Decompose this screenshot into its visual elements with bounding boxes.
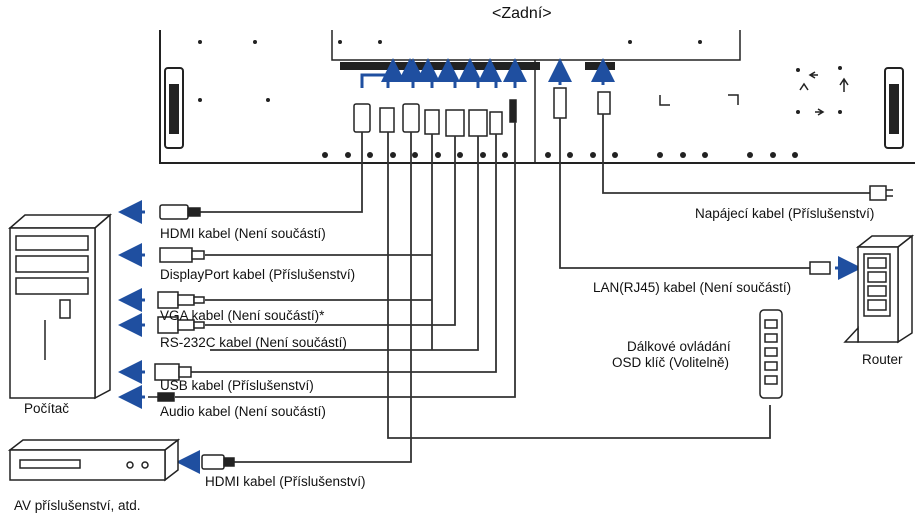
label-remote: Dálkové ovládání bbox=[627, 339, 731, 354]
label-power: Napájecí kabel (Příslušenství) bbox=[695, 206, 875, 221]
cables bbox=[175, 114, 870, 463]
screw-holes bbox=[198, 40, 842, 158]
usb-plug-icon bbox=[154, 363, 192, 381]
computer-tower-icon bbox=[7, 213, 113, 400]
label-osd: OSD klíč (Volitelně) bbox=[612, 355, 730, 370]
label-av: AV příslušenství, atd. bbox=[14, 498, 141, 513]
port-arrows bbox=[360, 58, 615, 88]
vesa-marks bbox=[659, 71, 849, 116]
power-plug-icon bbox=[869, 185, 893, 201]
label-displayport: DisplayPort kabel (Příslušenství) bbox=[160, 267, 356, 282]
label-router: Router bbox=[862, 352, 903, 367]
vga-plug-icon bbox=[157, 291, 205, 309]
label-computer: Počítač bbox=[24, 401, 70, 416]
diagram-title: <Zadní> bbox=[492, 5, 552, 22]
monitor-back bbox=[159, 30, 915, 164]
top-plugs bbox=[353, 87, 611, 137]
hdmi-plug-icon bbox=[159, 204, 201, 220]
label-audio: Audio kabel (Není součástí) bbox=[160, 404, 326, 419]
remote-control-icon bbox=[759, 309, 783, 399]
label-usb: USB kabel (Příslušenství) bbox=[160, 378, 314, 393]
displayport-plug-icon bbox=[159, 247, 205, 263]
label-vga: VGA kabel (Není součástí)* bbox=[160, 308, 325, 323]
label-rs232c: RS-232C kabel (Není součástí) bbox=[160, 335, 347, 350]
av-device-icon bbox=[7, 438, 181, 482]
label-hdmi-av: HDMI kabel (Příslušenství) bbox=[205, 474, 366, 489]
rs232c-plug-icon bbox=[157, 316, 205, 334]
label-hdmi-pc: HDMI kabel (Není součástí) bbox=[160, 226, 326, 241]
audio-jack-icon bbox=[148, 392, 175, 402]
rj45-plug-icon bbox=[809, 261, 831, 275]
router-icon bbox=[843, 234, 915, 344]
hdmi-av-plug-icon bbox=[201, 454, 235, 470]
left-arrows bbox=[118, 200, 862, 474]
label-lan: LAN(RJ45) kabel (Není součástí) bbox=[593, 280, 792, 295]
